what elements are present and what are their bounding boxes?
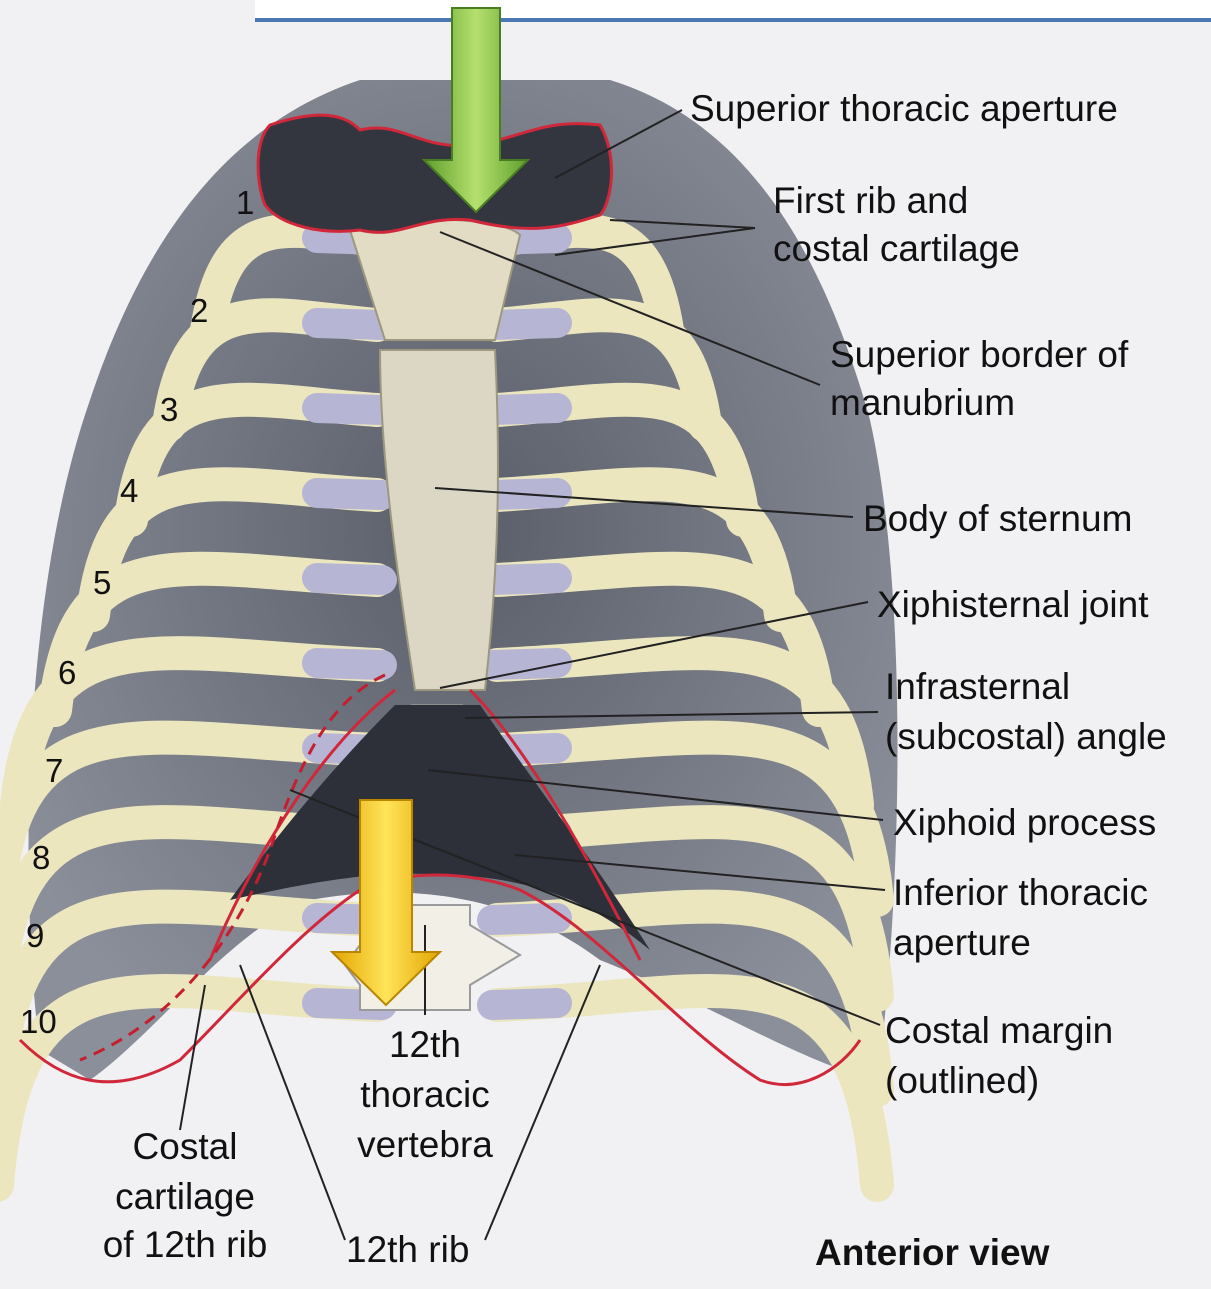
rib-number-8: 8	[32, 840, 50, 876]
costal-cartilage-2-right	[492, 323, 557, 325]
costal-cartilage-3-right	[492, 408, 557, 410]
label-costal-margin-line1: Costal margin	[885, 1006, 1113, 1056]
label-first-rib-line2: costal cartilage	[773, 224, 1020, 274]
costal-cartilage-6-right	[492, 663, 557, 665]
label-xiphisternal-joint: Xiphisternal joint	[877, 580, 1148, 630]
label-inferior-aperture-line1: Inferior thoracic	[893, 868, 1148, 918]
rib-number-2: 2	[190, 293, 208, 329]
rib-number-4: 4	[120, 473, 138, 509]
label-superior-border-line1: Superior border of	[830, 330, 1128, 380]
label-anterior-view: Anterior view	[815, 1228, 1049, 1278]
label-twelfth-rib: 12th rib	[346, 1225, 469, 1275]
label-body-of-sternum: Body of sternum	[863, 494, 1132, 544]
rib-10-right	[497, 991, 877, 1185]
label-costal-cartilage-line3: of 12th rib	[85, 1220, 285, 1270]
costal-cartilage-4-left	[317, 493, 382, 495]
label-vertebra-line1: 12th	[340, 1020, 510, 1070]
costal-cartilage-5-left	[317, 578, 382, 580]
rib-number-10: 10	[20, 1004, 57, 1040]
costal-cartilage-5-right	[492, 578, 557, 580]
rib-number-9: 9	[26, 918, 44, 954]
label-superior-thoracic-aperture: Superior thoracic aperture	[690, 84, 1118, 134]
label-vertebra-line2: thoracic	[340, 1070, 510, 1120]
rib-number-7: 7	[45, 753, 63, 789]
label-xiphoid-process: Xiphoid process	[893, 798, 1156, 848]
costal-cartilage-6-left	[317, 663, 382, 665]
label-infrasternal-line1: Infrasternal	[885, 662, 1070, 712]
label-vertebra-line3: vertebra	[340, 1120, 510, 1170]
rib-number-6: 6	[58, 655, 76, 691]
costal-cartilage-10-right	[492, 1003, 557, 1005]
rib-number-1: 1	[236, 185, 254, 221]
label-infrasternal-line2: (subcostal) angle	[885, 712, 1167, 762]
label-costal-cartilage-line2: cartilage	[85, 1172, 285, 1222]
costal-cartilage-2-left	[317, 323, 382, 325]
label-superior-border-line2: manubrium	[830, 378, 1015, 428]
label-costal-margin-line2: (outlined)	[885, 1056, 1039, 1106]
label-first-rib-line1: First rib and	[773, 176, 968, 226]
label-inferior-aperture-line2: aperture	[893, 918, 1031, 968]
costal-cartilage-3-left	[317, 408, 382, 410]
rib-number-3: 3	[160, 392, 178, 428]
rib-number-5: 5	[93, 565, 111, 601]
label-costal-cartilage-line1: Costal	[85, 1122, 285, 1172]
costal-cartilage-9-right	[492, 918, 557, 920]
